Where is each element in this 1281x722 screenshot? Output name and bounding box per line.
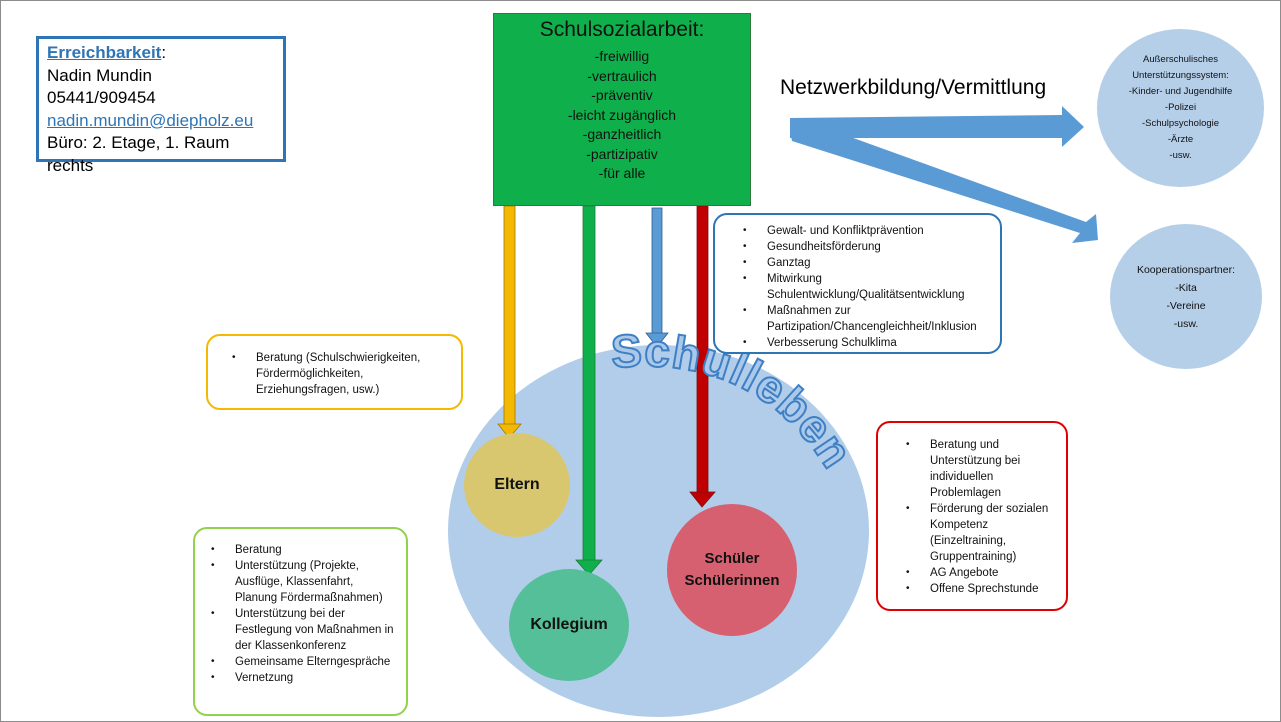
external-line: -Kinder- und Jugendhilfe xyxy=(1128,86,1233,97)
parents-label: Eltern xyxy=(494,476,540,493)
school-measures-box: Gewalt- und Konfliktprävention Gesundhei… xyxy=(713,213,1002,354)
school-measure-item: Gewalt- und Konfliktprävention xyxy=(743,223,990,239)
contact-title-colon: : xyxy=(161,43,167,62)
cooperation-line: Kooperationspartner: xyxy=(1136,263,1236,276)
principle-item: -für alle xyxy=(598,165,646,181)
principle-item: -präventiv xyxy=(591,87,653,103)
main-heading: Schulsozialarbeit: xyxy=(539,18,705,41)
cooperation-line: -Kita xyxy=(1175,281,1197,294)
main-box: Schulsozialarbeit: -freiwillig -vertraul… xyxy=(493,13,751,206)
school-measure-item: Gesundheitsförderung xyxy=(743,239,990,255)
students-item: Beratung und Unterstützung bei individue… xyxy=(906,437,1058,501)
school-measure-item: Maßnahmen zur Partizipation/Chancengleic… xyxy=(743,303,990,335)
cooperation-circle: Kooperationspartner: -Kita -Vereine -usw… xyxy=(1110,224,1262,369)
contact-name: Nadin Mundin xyxy=(47,65,152,85)
staff-item: Vernetzung xyxy=(211,670,398,686)
external-line: Außerschulisches xyxy=(1143,54,1218,65)
contact-box: Erreichbarkeit: Nadin Mundin 05441/90945… xyxy=(36,36,286,175)
school-measure-item: Mitwirkung Schulentwicklung/Qualitätsent… xyxy=(743,271,990,303)
students-box: Beratung und Unterstützung bei individue… xyxy=(876,421,1068,611)
students-item: AG Angebote xyxy=(906,565,1058,581)
arrow-to-cooperation xyxy=(790,118,1098,243)
network-label: Netzwerkbildung/Vermittlung xyxy=(780,76,1047,99)
staff-item: Beratung xyxy=(211,542,398,558)
external-line: Unterstützungssystem: xyxy=(1132,70,1229,81)
parents-item: Beratung (Schulschwierigkeiten, Fördermö… xyxy=(232,350,451,398)
students-label-1: Schüler xyxy=(704,550,760,567)
principle-item: -vertraulich xyxy=(587,67,657,84)
arrow-to-parents xyxy=(503,205,516,427)
arrow-to-staff xyxy=(582,205,596,563)
staff-item: Gemeinsame Elterngespräche xyxy=(211,654,398,670)
external-line: -Schulpsychologie xyxy=(1141,118,1220,129)
contact-email-link[interactable]: nadin.mundin@diepholz.eu xyxy=(47,110,254,130)
contact-title: Erreichbarkeit xyxy=(47,43,162,62)
contact-phone: 05441/909454 xyxy=(47,88,156,107)
contact-office: Büro: 2. Etage, 1. Raum rechts xyxy=(47,133,230,175)
school-measure-item: Ganztag xyxy=(743,255,990,271)
staff-box: Beratung Unterstützung (Projekte, Ausflü… xyxy=(193,527,408,716)
arrow-to-school-life xyxy=(651,207,663,336)
external-line: -Ärzte xyxy=(1167,134,1194,145)
school-measure-item: Verbesserung Schulklima xyxy=(743,335,990,351)
principle-item: -leicht zugänglich xyxy=(567,106,677,123)
external-line: -Polizei xyxy=(1164,102,1197,113)
staff-node: Kollegium xyxy=(509,569,629,681)
principle-item: -freiwillig xyxy=(594,48,650,64)
cooperation-line: -Vereine xyxy=(1166,299,1206,312)
staff-item: Unterstützung (Projekte, Ausflüge, Klass… xyxy=(211,558,398,606)
students-item: Offene Sprechstunde xyxy=(906,581,1058,597)
cooperation-line: -usw. xyxy=(1173,317,1199,330)
external-support-circle: Außerschulisches Unterstützungssystem: -… xyxy=(1097,29,1264,187)
students-node: Schüler Schülerinnen xyxy=(667,504,797,636)
arrow-to-external xyxy=(790,106,1084,147)
main-principles-list: -freiwillig -vertraulich -präventiv -lei… xyxy=(494,47,750,184)
staff-label: Kollegium xyxy=(530,616,608,633)
principle-item: -partizipativ xyxy=(586,145,658,162)
students-item: Förderung der sozialen Kompetenz (Einzel… xyxy=(906,501,1058,565)
staff-item: Unterstützung bei der Festlegung von Maß… xyxy=(211,606,398,654)
parents-node: Eltern xyxy=(464,433,570,537)
students-label-2: Schülerinnen xyxy=(684,572,780,589)
external-line: -usw. xyxy=(1169,150,1192,161)
principle-item: -ganzheitlich xyxy=(582,126,662,142)
parents-box: Beratung (Schulschwierigkeiten, Fördermö… xyxy=(206,334,463,410)
